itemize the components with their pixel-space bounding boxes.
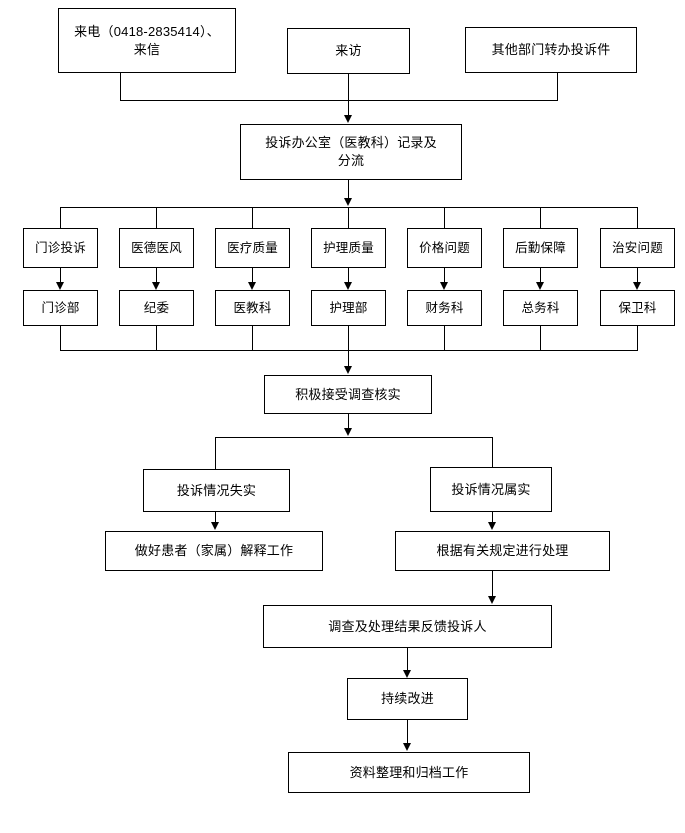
node-dept-medical-education[interactable]: 医教科 (215, 290, 290, 326)
edge-drop-cat-2 (156, 207, 157, 229)
node-cat-logistics[interactable]: 后勤保障 (503, 228, 578, 268)
edge-call-down (120, 73, 121, 101)
edge-dept-1-down (60, 326, 61, 351)
arrow-into-distributor (344, 198, 352, 206)
arrow-cat-1-to-dept (56, 282, 64, 290)
edge-false-down (215, 512, 216, 525)
edge-dept-6-down (540, 326, 541, 351)
arrow-cat-5-to-dept (440, 282, 448, 290)
node-cat-security[interactable]: 治安问题 (600, 228, 675, 268)
edge-merge-bar-top (120, 100, 558, 101)
node-archive-work[interactable]: 资料整理和归档工作 (288, 752, 530, 793)
node-cat-outpatient[interactable]: 门诊投诉 (23, 228, 98, 268)
edge-collector-bar (60, 350, 638, 351)
edge-drop-cat-5 (444, 207, 445, 229)
edge-visit-down (348, 74, 349, 118)
node-cat-ethics[interactable]: 医德医风 (119, 228, 194, 268)
arrow-into-explain (211, 522, 219, 530)
edge-cat-7-to-dept (637, 268, 638, 285)
edge-drop-cat-1 (60, 207, 61, 229)
node-complaint-false[interactable]: 投诉情况失实 (143, 469, 290, 512)
edge-true-down (492, 512, 493, 525)
arrow-cat-3-to-dept (248, 282, 256, 290)
node-cat-nursing-quality[interactable]: 护理质量 (311, 228, 386, 268)
node-intake-office[interactable]: 投诉办公室（医教科）记录及 分流 (240, 124, 462, 180)
node-cat-price[interactable]: 价格问题 (407, 228, 482, 268)
node-explain-to-patient[interactable]: 做好患者（家属）解释工作 (105, 531, 323, 571)
edge-drop-cat-6 (540, 207, 541, 229)
edge-cat-1-to-dept (60, 268, 61, 285)
node-dept-general-affairs[interactable]: 总务科 (503, 290, 578, 326)
edge-cat-6-to-dept (540, 268, 541, 285)
node-continuous-improvement[interactable]: 持续改进 (347, 678, 468, 720)
arrow-into-archive (403, 743, 411, 751)
edge-distributor-bar (60, 207, 638, 208)
arrow-cat-7-to-dept (633, 282, 641, 290)
edge-cat-3-to-dept (252, 268, 253, 285)
edge-cat-4-to-dept (348, 268, 349, 285)
edge-dept-3-down (252, 326, 253, 351)
node-dept-finance[interactable]: 财务科 (407, 290, 482, 326)
arrow-cat-4-to-dept (344, 282, 352, 290)
edge-drop-cat-3 (252, 207, 253, 229)
edge-transfer-down (557, 73, 558, 101)
node-feedback-result[interactable]: 调查及处理结果反馈投诉人 (263, 605, 552, 648)
edge-drop-cat-7 (637, 207, 638, 229)
edge-feedback-down (407, 648, 408, 672)
arrow-into-investigate (344, 366, 352, 374)
edge-dept-2-down (156, 326, 157, 351)
edge-cat-2-to-dept (156, 268, 157, 285)
node-investigate[interactable]: 积极接受调查核实 (264, 375, 432, 414)
edge-dept-7-down (637, 326, 638, 351)
arrow-cat-2-to-dept (152, 282, 160, 290)
node-call-letter[interactable]: 来电（0418-2835414）、 来信 (58, 8, 236, 73)
node-transfer-from-other-dept[interactable]: 其他部门转办投诉件 (465, 27, 637, 73)
node-dept-outpatient[interactable]: 门诊部 (23, 290, 98, 326)
edge-handle-down (492, 571, 493, 598)
edge-split-right-drop (492, 437, 493, 468)
arrow-into-feedback (488, 596, 496, 604)
edge-investigate-down (348, 414, 349, 430)
edge-drop-cat-4 (348, 207, 349, 229)
edge-dept-5-down (444, 326, 445, 351)
node-cat-medical-quality[interactable]: 医疗质量 (215, 228, 290, 268)
edge-collector-down (348, 326, 349, 372)
node-handle-per-regulations[interactable]: 根据有关规定进行处理 (395, 531, 610, 571)
arrow-cat-6-to-dept (536, 282, 544, 290)
node-complaint-true[interactable]: 投诉情况属实 (430, 467, 552, 512)
arrow-into-improve (403, 670, 411, 678)
edge-cat-5-to-dept (444, 268, 445, 285)
node-dept-security[interactable]: 保卫科 (600, 290, 675, 326)
edge-split-bar (215, 437, 493, 438)
arrow-into-intake (344, 115, 352, 123)
arrow-into-split (344, 428, 352, 436)
arrow-into-handle (488, 522, 496, 530)
node-dept-discipline[interactable]: 纪委 (119, 290, 194, 326)
edge-split-left-drop (215, 437, 216, 469)
node-visit[interactable]: 来访 (287, 28, 410, 74)
edge-intake-down (348, 180, 349, 202)
edge-improve-down (407, 720, 408, 745)
node-dept-nursing[interactable]: 护理部 (311, 290, 386, 326)
